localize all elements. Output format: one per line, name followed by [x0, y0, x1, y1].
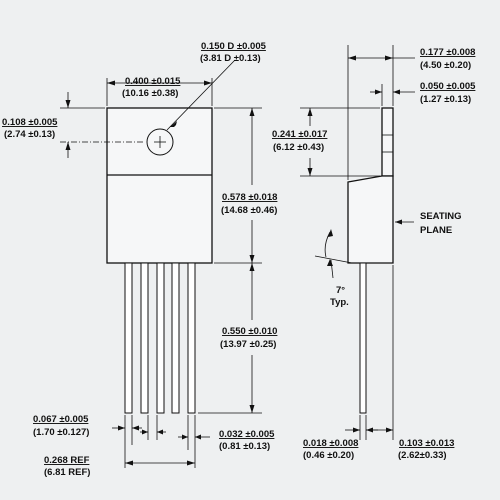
body-width-mm-label: (10.16 ±0.38) [122, 88, 178, 99]
lead-pitch-mm-label: (0.81 ±0.13) [219, 441, 270, 452]
lead-length-label: 0.550 ±0.010 [222, 326, 277, 337]
thickness-mm-label: (4.50 ±0.20) [420, 60, 471, 71]
lead-length-mm-label: (13.97 ±0.25) [220, 339, 276, 350]
body-width-label: 0.400 ±0.015 [125, 76, 181, 87]
lead-2 [140, 262, 149, 414]
lead-width-mm-label: (1.70 ±0.127) [33, 427, 89, 438]
dimension-labels: 0.150 D ±0.005 (3.81 D ±0.13) 0.400 ±0.0… [2, 41, 476, 478]
angle-label: 7° [336, 285, 345, 296]
lead-side [359, 262, 367, 414]
hole-offset-label: 0.108 ±0.005 [2, 117, 58, 128]
lead-pitch-label: 0.032 ±0.005 [219, 429, 275, 440]
package-body-front [106, 107, 213, 264]
package-body-side [347, 175, 394, 264]
angle-typ-label: Typ. [330, 297, 349, 308]
lead-thickness-mm-label: (0.46 ±0.20) [303, 450, 354, 461]
front-dimension-lines [60, 59, 262, 468]
lead-offset-label: 0.103 ±0.013 [399, 438, 454, 449]
lead-offset-mm-label: (2.62±0.33) [398, 450, 447, 461]
lead-1 [124, 262, 133, 414]
tab-thickness-label: 0.050 ±0.005 [420, 81, 476, 92]
lead-5 [187, 262, 196, 414]
lead-span-mm-label: (6.81 REF) [44, 467, 90, 478]
tab-side [381, 107, 394, 177]
side-dimension-lines [300, 45, 415, 440]
hole-dia-mm-label: (3.81 D ±0.13) [200, 53, 261, 64]
body-height-mm-label: (14.68 ±0.46) [221, 205, 277, 216]
side-view [347, 107, 394, 414]
seating-plane-label-1: SEATING [420, 211, 462, 222]
lead-span-label: 0.268 REF [44, 455, 90, 466]
mounting-hole [146, 128, 174, 156]
lead-width-label: 0.067 ±0.005 [33, 414, 89, 425]
seating-plane-label-2: PLANE [420, 225, 452, 236]
lead-thickness-label: 0.018 ±0.008 [303, 438, 358, 449]
hole-dia-label: 0.150 D ±0.005 [201, 41, 267, 52]
hole-offset-mm-label: (2.74 ±0.13) [4, 129, 55, 140]
tab-height-mm-label: (6.12 ±0.43) [273, 142, 324, 153]
tab-height-label: 0.241 ±0.017 [272, 129, 327, 140]
front-view [106, 107, 213, 414]
thickness-label: 0.177 ±0.008 [420, 47, 475, 58]
tab-thickness-mm-label: (1.27 ±0.13) [420, 94, 471, 105]
lead-4 [171, 262, 180, 414]
lead-3 [156, 262, 165, 414]
body-height-label: 0.578 ±0.018 [222, 192, 277, 203]
